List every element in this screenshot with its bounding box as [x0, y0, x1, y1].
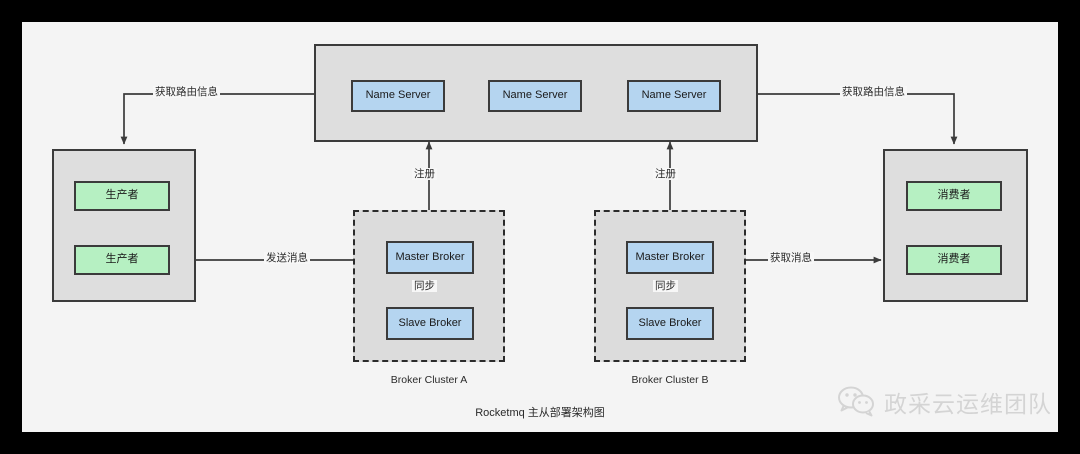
edge-route-left: [120, 93, 314, 145]
consumer-group: [883, 149, 1028, 302]
wechat-icon: [838, 386, 874, 417]
diagram-caption: Rocketmq 主从部署架构图: [475, 407, 605, 419]
edge-label-sync-b: 同步: [653, 280, 678, 293]
consumer-node-1[interactable]: 消费者: [906, 181, 1002, 211]
producer-node-1[interactable]: 生产者: [74, 181, 170, 211]
diagram-canvas: Name Server Name Server Name Server 生产者 …: [22, 22, 1058, 432]
edge-label-route-right: 获取路由信息: [840, 86, 907, 99]
broker-cluster-a-caption: Broker Cluster A: [390, 374, 468, 386]
watermark-text: 政采云运维团队: [884, 392, 1052, 418]
slave-broker-b[interactable]: Slave Broker: [626, 307, 714, 340]
nameserver-node-2[interactable]: Name Server: [488, 80, 582, 112]
consumer-node-2[interactable]: 消费者: [906, 245, 1002, 275]
master-broker-a[interactable]: Master Broker: [386, 241, 474, 274]
producer-group: [52, 149, 196, 302]
slave-broker-a[interactable]: Slave Broker: [386, 307, 474, 340]
edge-label-sync-a: 同步: [412, 280, 437, 293]
master-broker-b[interactable]: Master Broker: [626, 241, 714, 274]
edge-label-fetch-message: 获取消息: [768, 252, 814, 265]
edge-label-register-b: 注册: [653, 168, 678, 181]
broker-cluster-b-caption: Broker Cluster B: [631, 374, 709, 386]
nameserver-node-1[interactable]: Name Server: [351, 80, 445, 112]
producer-node-2[interactable]: 生产者: [74, 245, 170, 275]
watermark: 政采云运维团队: [837, 380, 1052, 424]
edge-label-send-message: 发送消息: [264, 252, 310, 265]
edge-route-right: [758, 93, 958, 145]
edge-label-register-a: 注册: [412, 168, 437, 181]
edge-label-route-left: 获取路由信息: [153, 86, 220, 99]
nameserver-node-3[interactable]: Name Server: [627, 80, 721, 112]
